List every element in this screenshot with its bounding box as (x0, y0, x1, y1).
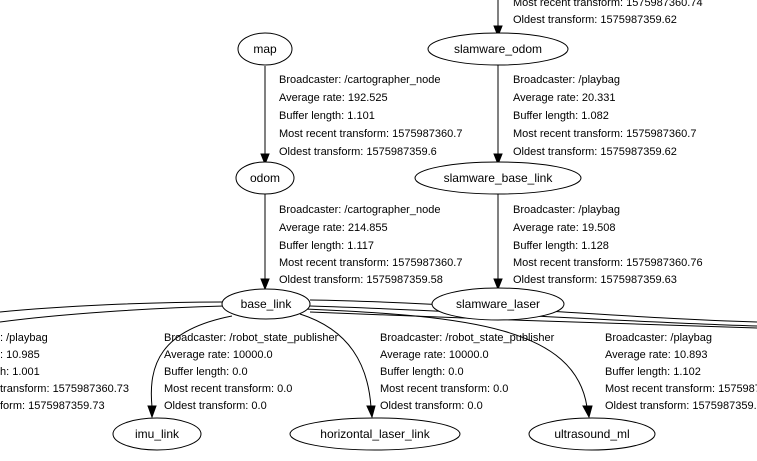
edge-label-line: Broadcaster: /playbag (513, 204, 620, 216)
edge-label-map-to-odom: Broadcaster: /cartographer_node Average … (279, 74, 462, 158)
edge-label-top-partial: Most recent transform: 1575987360.74 Old… (513, 0, 703, 26)
edge-label-odom-to-base-link: Broadcaster: /cartographer_node Average … (279, 204, 462, 286)
edge-label-line: Broadcaster: /cartographer_node (279, 74, 440, 86)
edge-label-line: Buffer length: 0.0 (164, 366, 248, 378)
edge-label-line: : 10.985 (0, 349, 40, 361)
edge-label-line: Broadcaster: /playbag (605, 332, 712, 344)
edge-label-line: h: 1.001 (0, 366, 40, 378)
edge-label-line: Broadcaster: /cartographer_node (279, 204, 440, 216)
edge-label-line: Average rate: 192.525 (279, 92, 388, 104)
edge-label-line: Average rate: 20.331 (513, 92, 616, 104)
edge-label-line: Oldest transform: 1575987359.62 (513, 14, 677, 26)
edge-label-line: form: 1575987359.73 (0, 400, 105, 412)
edge-label-line: Broadcaster: /robot_state_publisher (380, 332, 555, 344)
edge-base-link-to-horizontal-laser-link (299, 313, 376, 419)
edge-label-line: Oldest transform: 1575987359.63 (513, 274, 677, 286)
edge-slamware-base-link-to-slamware-laser (493, 194, 503, 291)
edge-label-line: Most recent transform: 0.0 (380, 383, 508, 395)
node-imu-link[interactable]: imu_link (112, 417, 202, 451)
node-slamware-odom[interactable]: slamware_odom (427, 32, 569, 66)
edge-label-line: Oldest transform: 0.0 (380, 400, 483, 412)
edge-label-line: Buffer length: 1.101 (279, 110, 375, 122)
node-label: slamware_laser (456, 297, 540, 311)
edge-label-base-link-to-imu-link: Broadcaster: /robot_state_publisher Aver… (164, 332, 339, 412)
edge-label-line: Most recent transform: 1575987360.7 (279, 128, 462, 140)
edge-label-slamware-base-link-to-slamware-laser: Broadcaster: /playbag Average rate: 19.5… (513, 204, 703, 286)
edge-slamware-odom-to-slamware-base-link (493, 65, 503, 166)
node-label: ultrasound_ml (554, 427, 629, 441)
edge-label-line: Oldest transform: 1575987359.58 (279, 274, 443, 286)
edge-label-line: Oldest transform: 1575987359.7 (605, 400, 757, 412)
node-map[interactable]: map (237, 32, 293, 66)
edge-base-link-to-ultrasound-ml (304, 308, 593, 419)
edge-label-line: Oldest transform: 1575987359.62 (513, 146, 677, 158)
node-label: odom (250, 171, 280, 185)
node-slamware-laser[interactable]: slamware_laser (431, 287, 565, 321)
edge-label-line: Most recent transform: 1575987 (605, 383, 757, 395)
edge-top-to-slamware-odom (493, 0, 503, 38)
edge-label-line: : /playbag (0, 332, 48, 344)
edge-label-line: Average rate: 10000.0 (380, 349, 489, 361)
node-label: imu_link (135, 427, 180, 441)
edge-map-to-odom (260, 66, 270, 166)
edge-label-base-link-to-ultrasound-ml: Broadcaster: /playbag Average rate: 10.8… (605, 332, 757, 412)
edge-label-line: Average rate: 214.855 (279, 222, 388, 234)
node-label: slamware_odom (454, 42, 542, 56)
node-label: map (253, 42, 277, 56)
edge-label-line: Most recent transform: 0.0 (164, 383, 292, 395)
edge-label-line: Average rate: 10000.0 (164, 349, 273, 361)
edge-label-line: Most recent transform: 1575987360.74 (513, 0, 703, 9)
node-horizontal-laser-link[interactable]: horizontal_laser_link (289, 417, 461, 451)
edge-label-line: Buffer length: 1.082 (513, 110, 609, 122)
edge-label-left-partial: : /playbag : 10.985 h: 1.001 transform: … (0, 332, 129, 412)
edge-label-line: Average rate: 10.893 (605, 349, 708, 361)
node-label: horizontal_laser_link (320, 427, 430, 441)
edge-label-line: Oldest transform: 1575987359.6 (279, 146, 437, 158)
edge-label-line: transform: 1575987360.73 (0, 383, 129, 395)
edge-label-line: Most recent transform: 1575987360.7 (513, 128, 696, 140)
edge-label-line: Most recent transform: 1575987360.76 (513, 257, 703, 269)
edge-label-line: Broadcaster: /robot_state_publisher (164, 332, 339, 344)
edge-label-line: Average rate: 19.508 (513, 222, 616, 234)
edge-label-line: Most recent transform: 1575987360.7 (279, 257, 462, 269)
edge-base-link-to-imu-link (147, 315, 233, 419)
edge-label-line: Buffer length: 0.0 (380, 366, 464, 378)
node-base-link[interactable]: base_link (221, 288, 311, 320)
node-odom[interactable]: odom (235, 161, 295, 195)
edge-label-line: Oldest transform: 0.0 (164, 400, 267, 412)
edge-odom-to-base-link (260, 194, 270, 291)
edges-base-link-offscreen-left (0, 301, 225, 323)
node-label: slamware_base_link (444, 171, 554, 185)
edge-label-line: Buffer length: 1.117 (279, 240, 374, 252)
edge-label-line: Buffer length: 1.128 (513, 240, 609, 252)
node-label: base_link (241, 297, 293, 311)
edge-label-slamware-odom-to-slamware-base-link: Broadcaster: /playbag Average rate: 20.3… (513, 74, 696, 158)
node-slamware-base-link[interactable]: slamware_base_link (414, 161, 582, 195)
edge-label-line: Broadcaster: /playbag (513, 74, 620, 86)
edge-label-line: Buffer length: 1.102 (605, 366, 701, 378)
node-ultrasound-ml[interactable]: ultrasound_ml (528, 417, 656, 451)
edge-label-base-link-to-horizontal-laser-link: Broadcaster: /robot_state_publisher Aver… (380, 332, 555, 412)
